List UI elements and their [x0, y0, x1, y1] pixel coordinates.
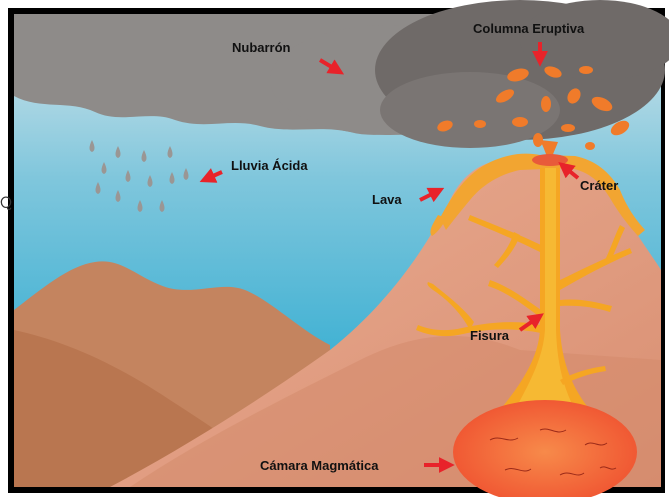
- label-columna-eruptiva: Columna Eruptiva: [473, 21, 585, 36]
- crater-glow: [532, 154, 568, 166]
- label-nubarron: Nubarrón: [232, 40, 291, 55]
- label-lluvia-acida: Lluvia Ácida: [231, 158, 308, 173]
- label-fisura: Fisura: [470, 328, 510, 343]
- stray-glyph: Ⴍ: [0, 196, 12, 212]
- label-lava: Lava: [372, 192, 402, 207]
- label-crater: Cráter: [580, 178, 618, 193]
- label-camara-magmatica: Cámara Magmática: [260, 458, 379, 473]
